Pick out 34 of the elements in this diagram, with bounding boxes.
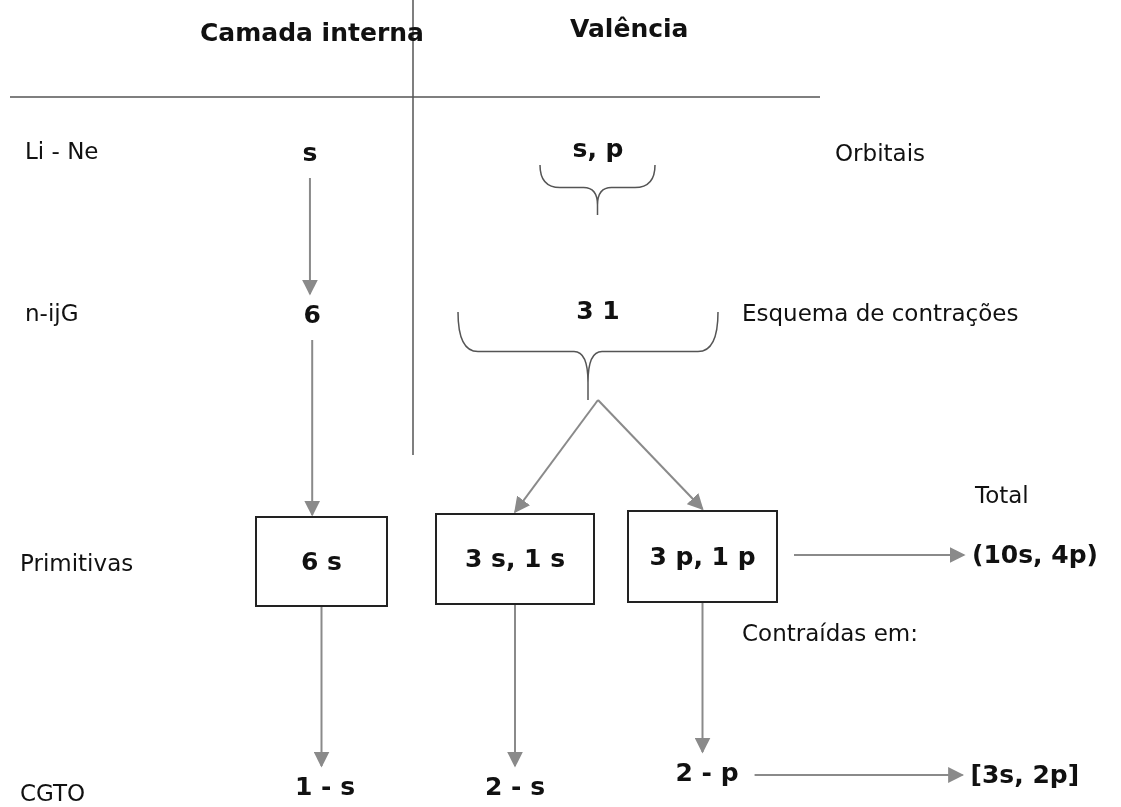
row-label: Primitivas bbox=[20, 550, 134, 578]
node-text: 3 1 bbox=[576, 296, 620, 326]
row-label: Contraídas em: bbox=[742, 620, 918, 648]
arrow bbox=[597, 399, 704, 511]
arrow bbox=[304, 339, 321, 517]
row-label: n-ijG bbox=[25, 300, 79, 328]
column-header: Camada interna bbox=[200, 18, 424, 48]
arrow bbox=[507, 604, 523, 768]
node-text: s bbox=[302, 138, 318, 168]
node-text: 6 bbox=[303, 300, 321, 330]
arrow bbox=[793, 547, 966, 563]
arrow bbox=[313, 606, 330, 768]
arrow bbox=[514, 399, 599, 514]
node-text: s, p bbox=[572, 134, 624, 164]
process-box bbox=[435, 513, 595, 605]
arrow bbox=[301, 177, 318, 296]
process-box bbox=[255, 516, 388, 607]
node-text: 2 - s bbox=[485, 772, 546, 802]
row-label: Total bbox=[975, 482, 1029, 510]
node-text: 2 - p bbox=[675, 758, 739, 788]
row-label: Orbitais bbox=[835, 140, 926, 168]
node-text: (10s, 4p) bbox=[972, 540, 1098, 570]
node-text: 1 - s bbox=[295, 772, 356, 802]
node-text: 6 s bbox=[301, 546, 342, 577]
column-header: Valência bbox=[570, 14, 689, 44]
node-text: 3 s, 1 s bbox=[464, 544, 566, 574]
row-label: Li - Ne bbox=[25, 138, 99, 166]
node-text: [3s, 2p] bbox=[970, 760, 1080, 790]
row-label: Esquema de contrações bbox=[742, 300, 1019, 328]
process-box bbox=[627, 510, 778, 603]
node-text: 3 p, 1 p bbox=[649, 541, 756, 572]
row-label: CGTO bbox=[20, 780, 86, 807]
arrow bbox=[753, 767, 965, 783]
arrow bbox=[694, 602, 711, 754]
